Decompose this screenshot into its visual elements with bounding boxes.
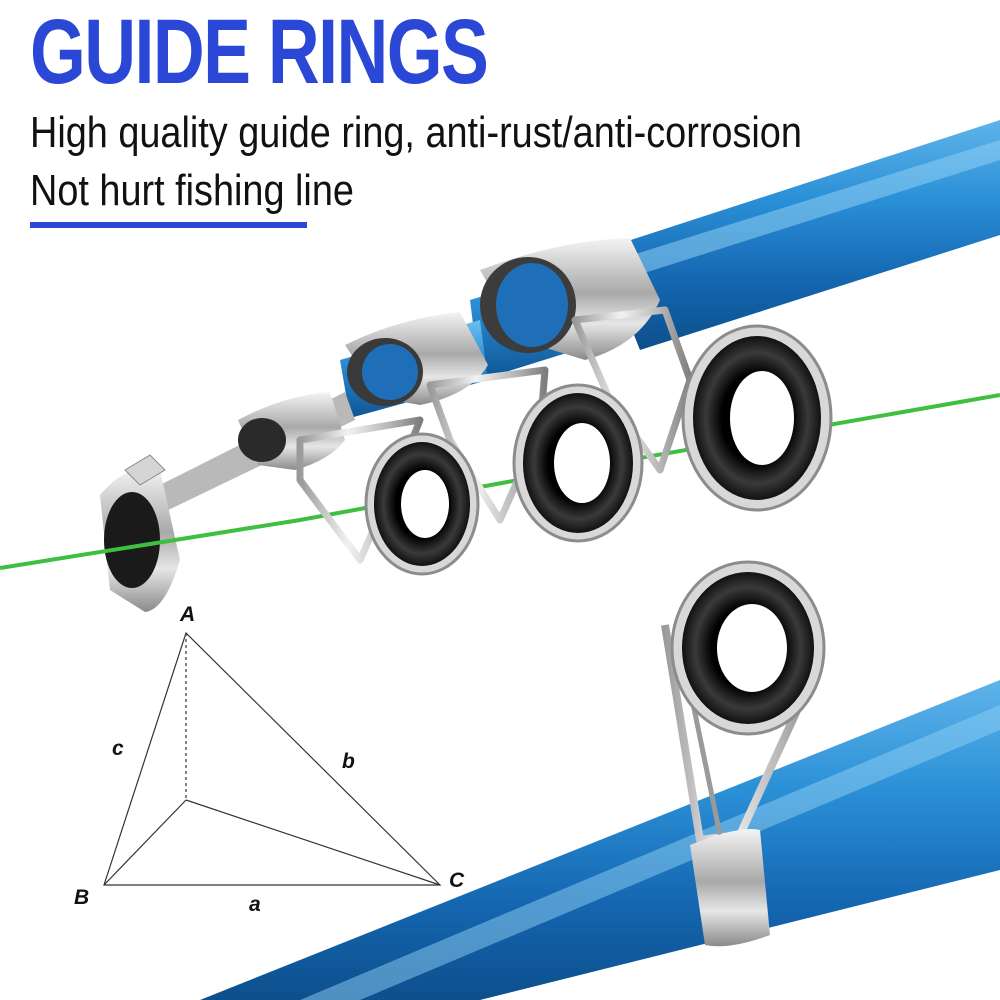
vertex-label-a: A [180, 603, 196, 626]
title-underline [30, 222, 307, 228]
guide-rings [364, 324, 833, 576]
feature-anti-rust: High quality guide ring, anti-rust/anti-… [30, 108, 802, 157]
lower-guide [661, 560, 826, 947]
triangle-diagram [103, 631, 442, 886]
side-label-b: b [342, 750, 355, 773]
page-title: GUIDE RINGS [30, 1, 489, 103]
lower-rod-blank [200, 680, 1000, 1000]
side-label-a: a [249, 893, 261, 916]
tip-top [100, 454, 180, 612]
rod-ferrules [238, 238, 660, 470]
vertex-label-b: B [74, 886, 90, 909]
feature-line-safe: Not hurt fishing line [30, 166, 354, 215]
vertex-label-c: C [449, 869, 465, 892]
side-label-c: c [112, 737, 124, 760]
